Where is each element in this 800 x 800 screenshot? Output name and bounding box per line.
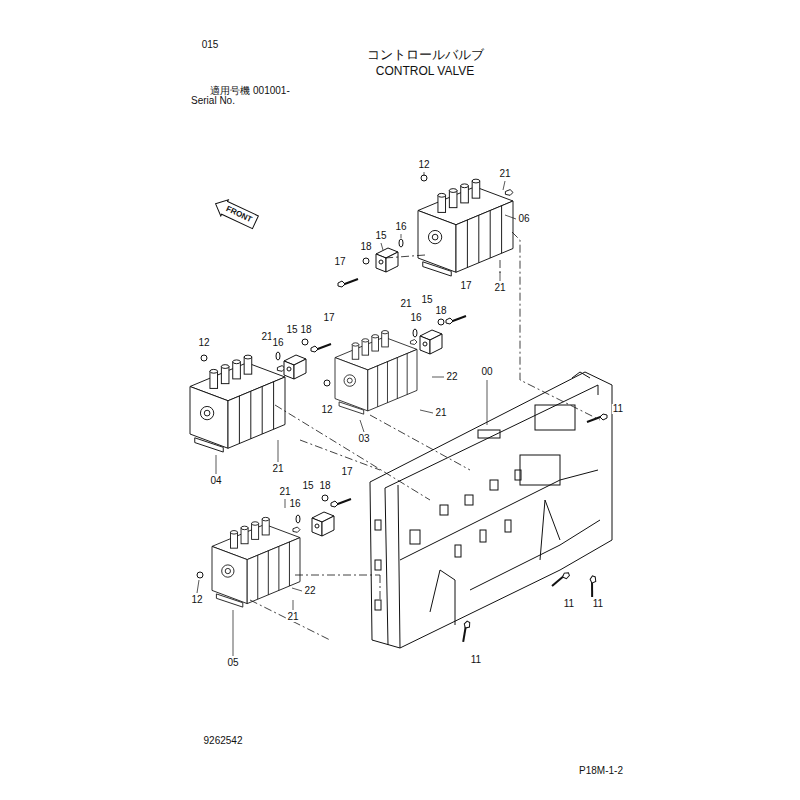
drawing-number: 9262542 (203, 736, 244, 746)
callout-number: 17 (340, 467, 353, 477)
callout-number: 16 (271, 338, 284, 348)
callout-number: 06 (517, 214, 530, 224)
serial-range: 適用号機 001001- (209, 86, 290, 96)
callout-number: 12 (190, 595, 203, 605)
title-english: CONTROL VALVE (375, 65, 475, 77)
callout-number: 21 (434, 408, 447, 418)
callout-number: 16 (394, 222, 407, 232)
callout-number: 12 (320, 405, 333, 415)
callout-number: 04 (209, 476, 222, 486)
sheet-number: 015 (201, 40, 220, 50)
callout-number: 21 (498, 169, 511, 179)
callout-number: 21 (271, 464, 284, 474)
callout-number: 00 (480, 367, 493, 377)
callout-number: 17 (333, 257, 346, 267)
title-text: コントロールバルブ (367, 46, 484, 64)
callout-number: 17 (322, 313, 335, 323)
callout-number: 18 (318, 481, 331, 491)
callout-number: 18 (299, 325, 312, 335)
callout-number: 15 (301, 481, 314, 491)
callout-number: 22 (303, 586, 316, 596)
drawing-number: P18M-1-2 (578, 766, 624, 776)
callout-number: 18 (434, 306, 447, 316)
callout-number: 17 (459, 281, 472, 291)
callout-number: 15 (285, 325, 298, 335)
callout-number: 12 (417, 160, 430, 170)
callout-number: 05 (226, 658, 239, 668)
callout-number: 11 (592, 599, 604, 609)
callout-number: 11 (563, 599, 575, 609)
callout-number: 21 (399, 299, 412, 309)
callout-number: 18 (359, 242, 372, 252)
callout-number: 11 (612, 404, 624, 414)
direction-arrow: FRONT (211, 196, 259, 230)
callout-number: 11 (470, 655, 482, 665)
callout-number: 21 (286, 612, 299, 622)
callout-number: 16 (288, 499, 301, 509)
arrow-label: FRONT (211, 196, 259, 230)
callout-number: 22 (445, 372, 458, 382)
callout-number: 12 (197, 338, 210, 348)
callout-number: 15 (420, 295, 433, 305)
callout-number: 21 (278, 487, 291, 497)
serial-label: Serial No. (190, 96, 236, 106)
callout-number: 21 (493, 283, 506, 293)
callout-number: 16 (409, 313, 422, 323)
callout-number: 03 (357, 434, 370, 444)
callout-number: 15 (374, 231, 387, 241)
